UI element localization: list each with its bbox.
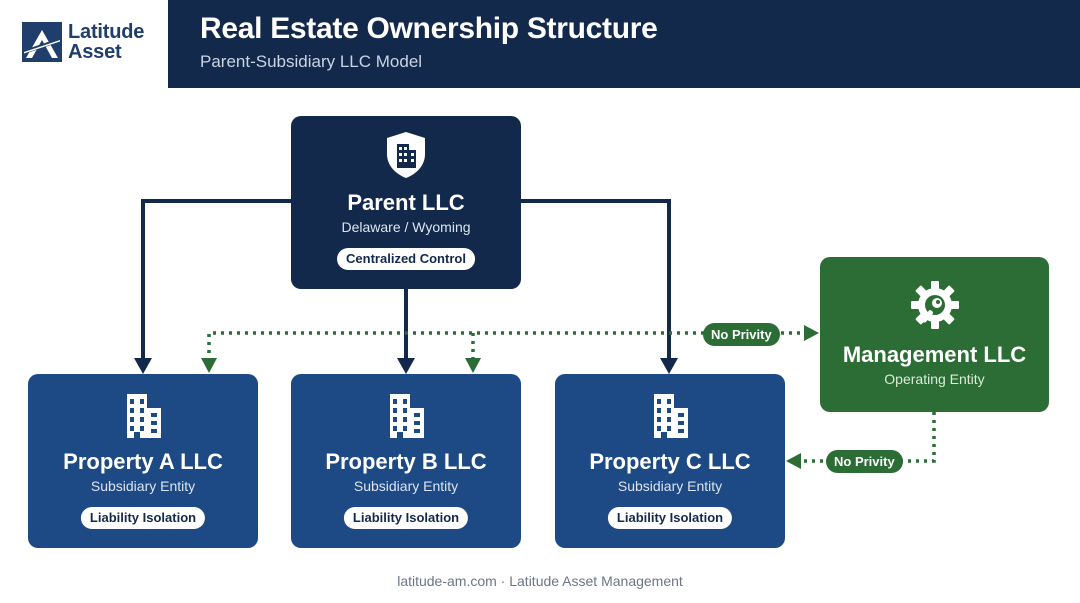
footer-text: latitude-am.com · Latitude Asset Managem… bbox=[397, 573, 683, 589]
property-c-liability-badge: Liability Isolation bbox=[607, 507, 733, 529]
parent-llc-subtitle: Delaware / Wyoming bbox=[341, 219, 471, 235]
property-b-subtitle: Subsidiary Entity bbox=[353, 478, 459, 494]
page-subtitle: Parent-Subsidiary LLC Model bbox=[200, 52, 423, 71]
ownership-arrowheads bbox=[134, 358, 678, 374]
management-llc-subtitle: Operating Entity bbox=[884, 371, 985, 387]
privity-arrow-a bbox=[201, 358, 217, 373]
latitude-logo-icon bbox=[22, 22, 62, 62]
property-a-subtitle: Subsidiary Entity bbox=[90, 478, 196, 494]
logo-text: Latitude Asset bbox=[68, 22, 144, 62]
centralized-control-badge: Centralized Control bbox=[337, 248, 475, 270]
ownership-line-a bbox=[141, 199, 291, 362]
title-bar: Real Estate Ownership Structure Parent-S… bbox=[168, 0, 1080, 88]
property-c-title: Property C LLC bbox=[589, 449, 751, 474]
property-c-llc-box: Property C LLC Subsidiary Entity Liabili… bbox=[555, 374, 785, 548]
no-privity-label-bottom: No Privity bbox=[826, 450, 903, 473]
no-privity-line-top bbox=[207, 331, 808, 360]
no-privity-arrowheads bbox=[201, 325, 819, 469]
office-building-icon bbox=[127, 394, 161, 438]
management-llc-box: Management LLC Operating Entity bbox=[820, 257, 1049, 412]
header: Latitude Asset Real Estate Ownership Str… bbox=[0, 0, 1080, 88]
no-privity-label-top: No Privity bbox=[703, 323, 780, 346]
property-a-liability-badge: Liability Isolation bbox=[80, 507, 206, 529]
office-building-icon bbox=[390, 394, 424, 438]
building-shield-icon bbox=[387, 132, 425, 178]
management-llc-title: Management LLC bbox=[842, 342, 1027, 367]
privity-arrow-c bbox=[786, 453, 801, 469]
privity-arrow-b bbox=[465, 358, 481, 373]
property-c-subtitle: Subsidiary Entity bbox=[617, 478, 723, 494]
parent-llc-box: Parent LLC Delaware / Wyoming Centralize… bbox=[291, 116, 521, 289]
parent-llc-title: Parent LLC bbox=[347, 190, 465, 215]
arrowhead-b bbox=[397, 358, 415, 374]
privity-arrow-mgmt bbox=[804, 325, 819, 341]
ownership-line-c bbox=[521, 199, 671, 362]
logo: Latitude Asset bbox=[0, 0, 168, 88]
ownership-lines bbox=[141, 199, 671, 362]
page-title: Real Estate Ownership Structure bbox=[200, 12, 658, 45]
property-b-liability-badge: Liability Isolation bbox=[343, 507, 469, 529]
gear-wrench-icon bbox=[911, 281, 959, 329]
logo-line-1: Latitude bbox=[68, 21, 145, 43]
logo-line-2: Asset bbox=[68, 41, 122, 63]
arrowhead-c bbox=[660, 358, 678, 374]
arrowhead-a bbox=[134, 358, 152, 374]
office-building-icon bbox=[654, 394, 688, 438]
property-b-title: Property B LLC bbox=[325, 449, 487, 474]
property-a-llc-box: Property A LLC Subsidiary Entity Liabili… bbox=[28, 374, 258, 548]
property-a-title: Property A LLC bbox=[63, 449, 223, 474]
property-b-llc-box: Property B LLC Subsidiary Entity Liabili… bbox=[291, 374, 521, 548]
